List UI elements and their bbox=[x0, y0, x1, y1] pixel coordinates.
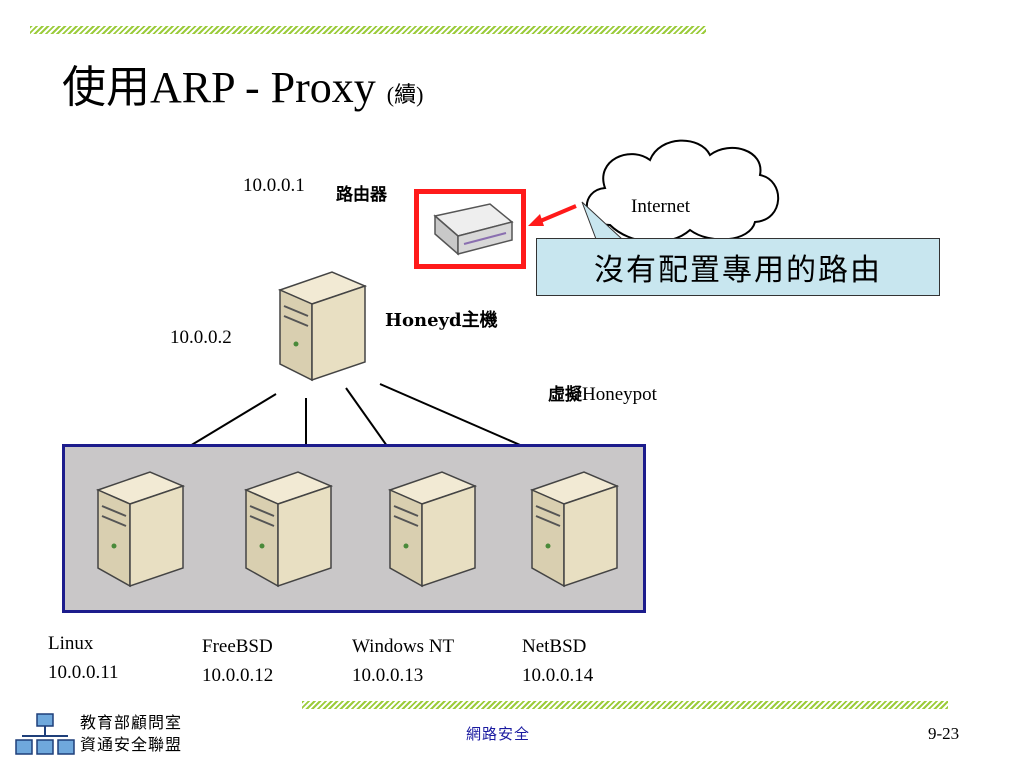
virtual-honeypot-label: 虛擬Honeypot bbox=[548, 385, 657, 404]
callout-arrow bbox=[528, 204, 577, 226]
host-netbsd-ip: 10.0.0.14 bbox=[522, 665, 594, 686]
internet-label: Internet bbox=[631, 196, 691, 217]
host-linux-ip: 10.0.0.11 bbox=[48, 662, 119, 683]
host-freebsd-os: FreeBSD bbox=[202, 636, 273, 657]
footer-org-line2: 資通安全聯盟 bbox=[80, 735, 183, 754]
router-label: 路由器 bbox=[336, 185, 387, 205]
honeyd-ip: 10.0.0.2 bbox=[170, 327, 232, 348]
title-suffix: (續) bbox=[386, 82, 424, 107]
host-windows-nt-os: Windows NT bbox=[352, 636, 455, 657]
router-highlight-box bbox=[414, 189, 526, 269]
footer-org-line1: 教育部顧問室 bbox=[80, 713, 183, 732]
honeypot-text: Honeypot bbox=[582, 384, 657, 405]
no-dedicated-route-callout: 沒有配置專用的路由 bbox=[536, 238, 940, 296]
network-logo-icon bbox=[15, 713, 75, 755]
title-main: 使用ARP - Proxy bbox=[62, 63, 376, 112]
host-linux-os: Linux bbox=[48, 633, 94, 654]
linux-server-icon bbox=[95, 471, 186, 588]
host-netbsd-os: NetBSD bbox=[522, 636, 587, 657]
router-icon bbox=[433, 203, 514, 256]
page-number: 9-23 bbox=[928, 724, 960, 743]
footer-course-title: 網路安全 bbox=[466, 725, 531, 743]
host-freebsd-ip: 10.0.0.12 bbox=[202, 665, 274, 686]
internet-cloud-icon bbox=[585, 139, 780, 243]
footer-decor-bar bbox=[302, 701, 948, 709]
honeyd-server-icon bbox=[277, 271, 368, 382]
windows-nt-server-icon bbox=[387, 471, 478, 588]
page-title: 使用ARP - Proxy (續) bbox=[62, 66, 423, 110]
freebsd-server-icon bbox=[243, 471, 334, 588]
router-ip: 10.0.0.1 bbox=[243, 175, 305, 196]
virtual-prefix: 虛擬 bbox=[548, 385, 582, 405]
top-decor-bar bbox=[30, 26, 706, 34]
host-windows-nt-ip: 10.0.0.13 bbox=[352, 665, 424, 686]
honeyd-label: Honeyd主機 bbox=[385, 310, 498, 331]
netbsd-server-icon bbox=[529, 471, 620, 588]
footer-organization: 教育部顧問室 資通安全聯盟 bbox=[80, 712, 182, 756]
